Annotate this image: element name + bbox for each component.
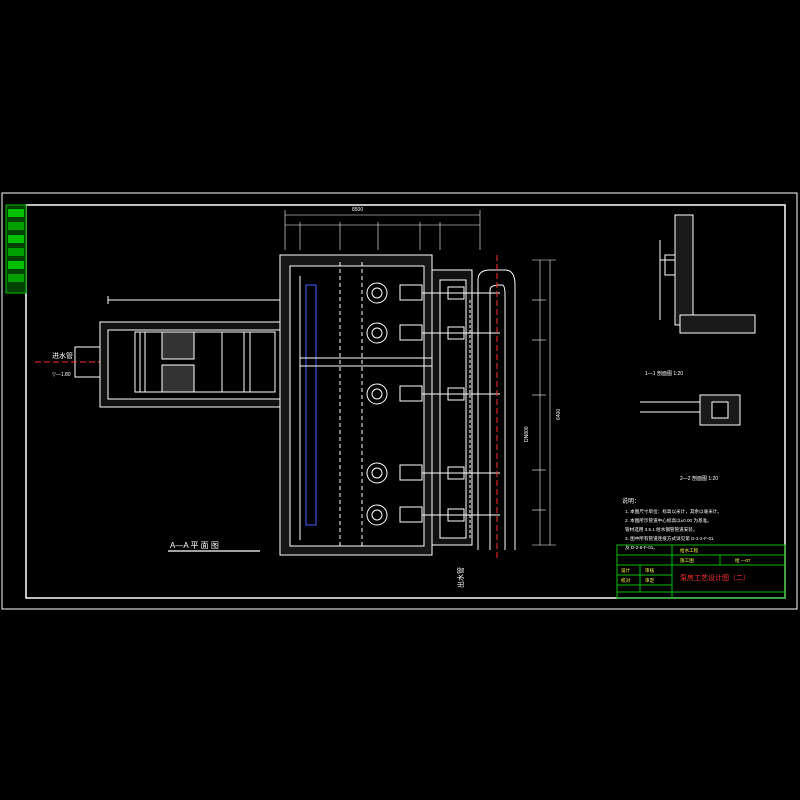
section-caption-2: 2—2 剖面图 1:20 [680, 475, 718, 482]
dimension-lines [284, 210, 556, 546]
tb-row-1: 设计 [621, 567, 631, 574]
plan-caption: A—A 平 面 图 [170, 541, 219, 550]
inner-frame [25, 204, 786, 599]
top-dimension: 8500 [352, 207, 363, 213]
note-line-3: 管材选用 3.5.1 给水钢管管道安装。 [625, 526, 698, 533]
drawing-number: 给 —07 [735, 557, 751, 564]
note-line-1: 1. 本图尺寸单位：标高以米计，其余以毫米计。 [625, 508, 722, 515]
stage-name: 施工图 [680, 557, 694, 564]
section-detail-2 [640, 394, 741, 426]
outlet-label: 出水管 [456, 567, 465, 588]
tb-row-2: 校对 [621, 577, 631, 584]
section-caption-1: 1—1 剖面图 1:20 [645, 370, 683, 377]
title-block [616, 544, 786, 599]
drawing-title: 泵房工艺设计图（二） [680, 573, 750, 582]
project-name: 给水工程 [680, 547, 699, 554]
pump-house-walls [279, 254, 473, 556]
note-line-4: 3. 图中所有管道连接方式详见第 D-1-2-F-01 [625, 535, 714, 542]
note-line-5: 及 D-2-6-F-01。 [625, 545, 658, 551]
inlet-elevation: ▽—1.80 [52, 372, 71, 378]
section-detail-1 [659, 214, 756, 334]
note-line-2: 2. 本图所示管道中心标高以±0.00 为基准。 [625, 517, 712, 524]
pipe-size-label: DN800 [524, 426, 530, 442]
binding-strip [5, 204, 27, 294]
tb-row-3: 审核 [645, 567, 655, 574]
outer-frame [1, 192, 798, 610]
notes-title: 说明： [622, 497, 640, 505]
side-dimension: 6400 [556, 409, 562, 420]
inlet-label: 进水管 [52, 351, 73, 360]
tb-row-4: 审定 [645, 577, 655, 584]
discharge-manifold [422, 255, 516, 560]
inlet-channel [35, 296, 291, 408]
